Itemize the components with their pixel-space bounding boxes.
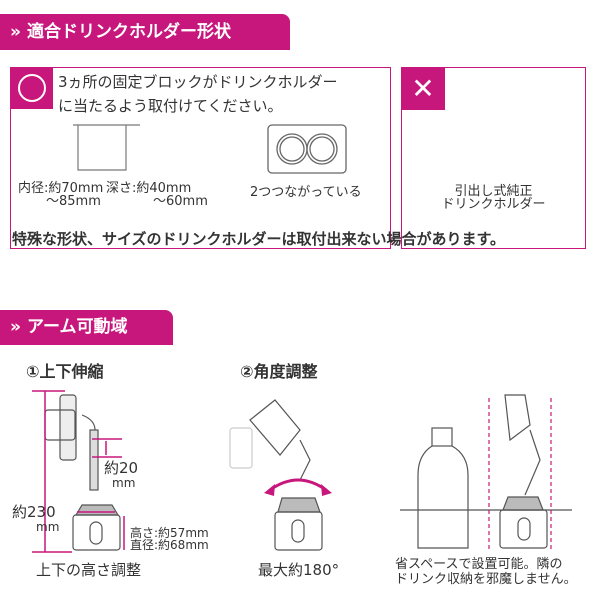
section-title: 適合ドリンクホルダー形状 <box>26 22 231 42</box>
space-caption-line2: ドリンク収納を邪魔しません。 <box>395 572 577 587</box>
instruction-line1: 3ヵ所の固定ブロックがドリンクホルダー <box>58 73 338 91</box>
dimension-arrows <box>32 390 125 553</box>
ng-label-line2: ドリンクホルダー <box>441 197 546 212</box>
stroke-line2: mm <box>112 476 136 490</box>
cup-height-label: 高さ:約57mm <box>130 526 209 540</box>
ok-corner <box>10 67 53 109</box>
double-chevron-icon: » <box>10 22 21 42</box>
compatible-box <box>10 67 391 249</box>
angle-heading: ②角度調整 <box>240 362 318 381</box>
depth-line2: ～60mm <box>153 194 208 209</box>
space-diagram <box>400 394 572 552</box>
ng-label-line1: 引出し式純正 <box>454 184 533 199</box>
total-height-line2: mm <box>36 520 60 534</box>
angle-caption: 最大約180° <box>258 561 340 579</box>
double-cup-holder-icon <box>267 124 347 174</box>
cup-diameter-label: 直径:約68mm <box>130 538 209 552</box>
connected-label: 2つつながっている <box>250 185 362 200</box>
extend-heading: ①上下伸縮 <box>26 362 104 381</box>
instruction-line2: に当たるよう取付けてください。 <box>58 97 283 115</box>
depth-line1: 深さ:約40mm <box>106 181 192 196</box>
cross-ng-icon: ✕ <box>401 67 445 110</box>
rotation-arrows-icon <box>264 484 332 496</box>
total-height-line1: 約230 <box>12 503 56 521</box>
space-caption-line1: 省スペースで設置可能。隣の <box>395 557 563 572</box>
cup-holder-section-icon <box>73 124 140 171</box>
angle-diagram <box>229 399 327 551</box>
section-title: アーム可動域 <box>26 317 128 337</box>
stroke-line1: 約20 <box>104 459 139 477</box>
extend-caption: 上下の高さ調整 <box>36 561 142 579</box>
inner-diameter-line2: ～85mm <box>46 194 101 209</box>
circle-ok-icon <box>18 74 46 102</box>
section-header-compatible-holders: »適合ドリンクホルダー形状 <box>0 14 290 50</box>
inner-diameter-line1: 内径:約70mm <box>18 181 104 196</box>
section-header-arm-range: »アーム可動域 <box>0 310 173 345</box>
note-text: 特殊な形状、サイズのドリンクホルダーは取付出来ない場合があります。 <box>12 230 506 248</box>
double-chevron-icon: » <box>10 317 21 337</box>
